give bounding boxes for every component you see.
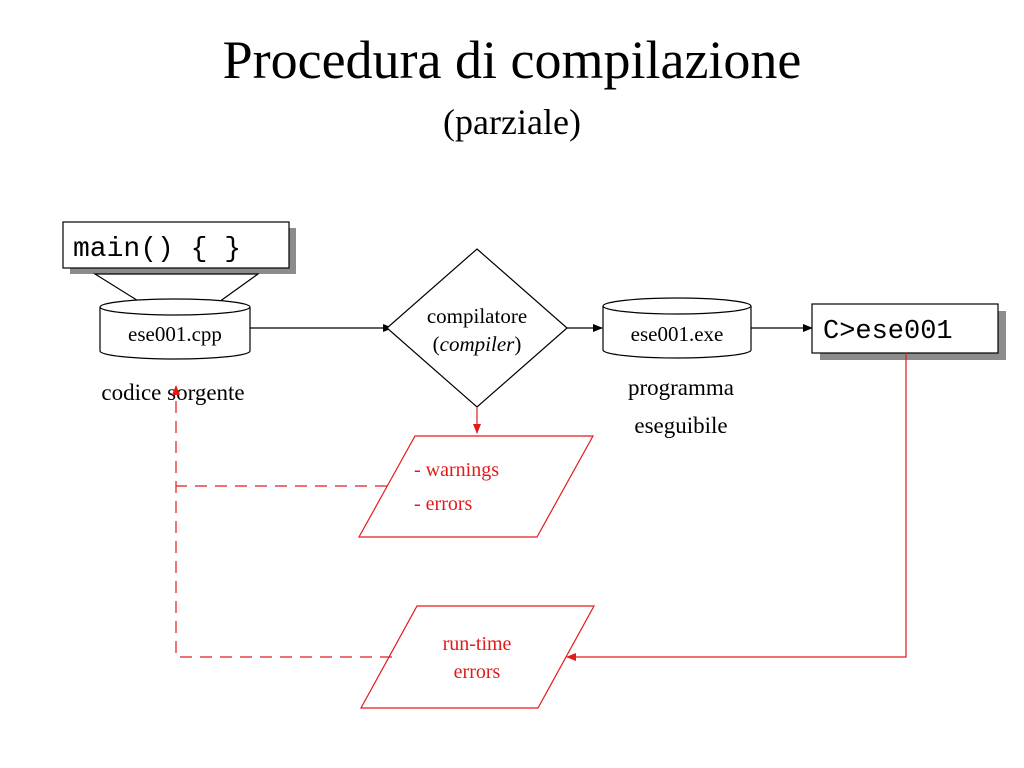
warnings-parallelogram [357,435,595,538]
compiler-label: compilatore [427,304,527,328]
exe-caption-line2: eseguibile [634,413,727,438]
source-file-label: ese001.cpp [128,322,222,346]
exe-caption-line1: programma [628,375,734,400]
compiler-close-paren: ) [514,332,521,356]
compiler-italic: compiler [440,332,515,356]
run-command-box [811,303,999,354]
run-command-text: C>ese001 [823,317,953,347]
runtime-errors-line2: errors [454,661,501,683]
page-subtitle: (parziale) [443,102,581,142]
errors-text: - errors [414,493,473,515]
source-code-box [62,221,290,269]
dashed-line-runtime [172,385,392,658]
warnings-text: - warnings [414,459,499,481]
source-file-cylinder [99,298,251,360]
runtime-errors-parallelogram [359,605,596,709]
page-title: Procedura di compilazione [223,30,802,90]
source-caption: codice sorgente [101,380,244,405]
source-code-text: main() { } [73,234,241,265]
arrow-run-to-runtime-errors [566,353,907,661]
compiler-diamond [386,248,568,408]
exe-file-label: ese001.exe [631,322,724,346]
compiler-open-paren: ( [433,332,440,356]
compiler-sublabel: (compiler) [433,332,522,356]
exe-file-cylinder [602,297,752,359]
runtime-errors-line1: run-time [443,633,512,655]
